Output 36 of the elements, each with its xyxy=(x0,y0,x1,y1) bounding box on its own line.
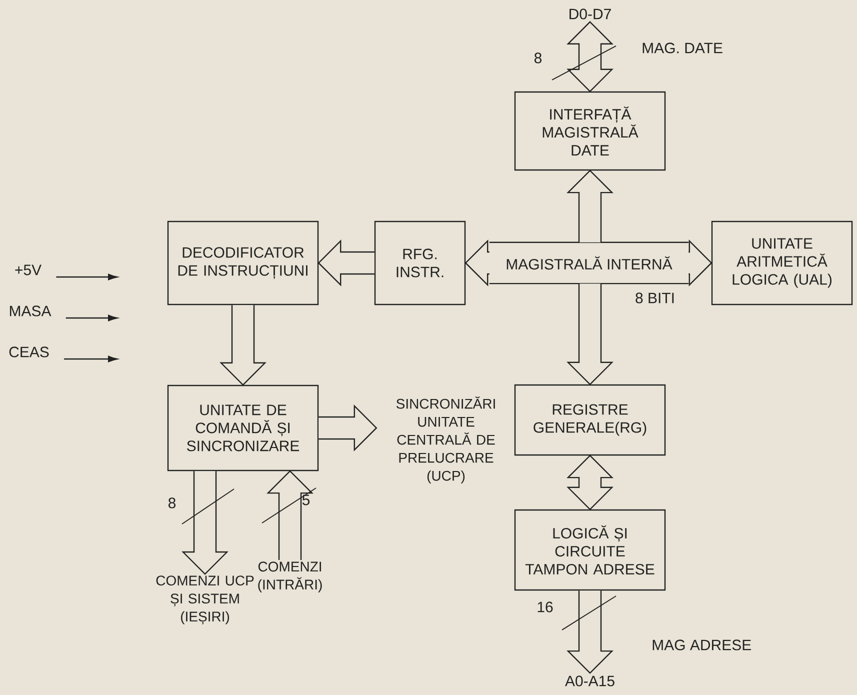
bus-arrow xyxy=(266,470,314,561)
signal-label: CEAS xyxy=(9,346,49,358)
signal-label: SINCRONIZĂRI UNITATE CENTRALĂ DE PRELUCRARE (UCP) xyxy=(396,396,495,484)
signal-label: D0-D7 xyxy=(570,8,611,20)
arrow xyxy=(66,314,118,322)
signal-label: MASA xyxy=(10,306,52,316)
arrow xyxy=(56,274,118,280)
block-box: INTERFAȚĂ MAGISTRALĂ DATE xyxy=(514,91,666,171)
signal-label: +5V xyxy=(15,264,42,276)
block-box: UNITATE DE COMANDĂ ȘI SINCRONIZARE xyxy=(167,384,319,472)
bus-arrow xyxy=(566,454,614,510)
bus-arrow xyxy=(220,304,266,386)
signal-label: COMENZI UCP ȘI SISTEM (IEȘIRI) xyxy=(156,576,254,624)
signal-label: COMENZI (INTRĂRI) xyxy=(258,562,322,592)
bus-arrow xyxy=(566,21,614,92)
block-box: LOGICĂ ȘI CIRCUITE TAMPON ADRESE xyxy=(514,509,666,591)
bus-arrow xyxy=(318,404,378,452)
block-box: DECODIFICATOR DE INSTRUCȚIUNI xyxy=(167,220,319,306)
edge-label: MAG. DATE xyxy=(640,42,724,54)
bus-arrow xyxy=(182,470,228,575)
bus-width-number: 8 xyxy=(534,52,542,64)
signal-label: A0-A15 xyxy=(565,676,614,686)
edge-label: MAG ADRESE xyxy=(650,638,753,652)
arrow xyxy=(64,356,118,362)
bus-arrow xyxy=(566,282,614,386)
block-box: REGISTRE GENERALE(RG) xyxy=(514,384,666,456)
bus-width-number: 5 xyxy=(302,494,310,506)
bus-arrow xyxy=(566,170,614,243)
bus-arrow xyxy=(464,240,490,286)
block-box: RFG. INSTR. xyxy=(374,220,466,306)
bus-arrow xyxy=(688,240,712,286)
block-box: UNITATE ARITMETICĂ LOGICA (UAL) xyxy=(711,220,853,306)
bus-width-number: 8 xyxy=(168,498,176,508)
bus-band: MAGISTRALĂ INTERNĂ 8 BITI xyxy=(489,242,689,304)
bus-arrow xyxy=(318,240,375,286)
bus-arrow xyxy=(566,590,614,674)
